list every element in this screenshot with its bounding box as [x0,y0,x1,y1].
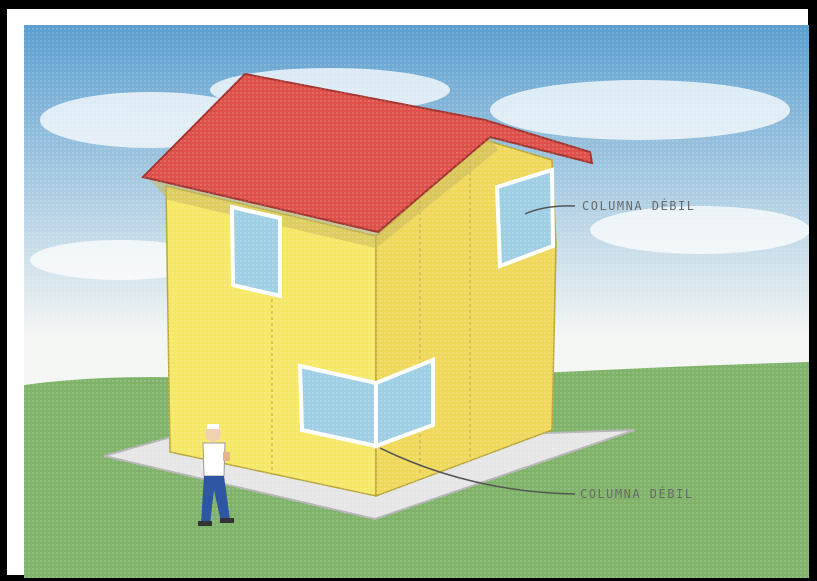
upper-callout-label: COLUMNA DÉBIL [582,198,695,213]
house-illustration: COLUMNA DÉBIL COLUMNA DÉBIL [24,25,809,578]
lower-callout-label: COLUMNA DÉBIL [580,486,693,501]
